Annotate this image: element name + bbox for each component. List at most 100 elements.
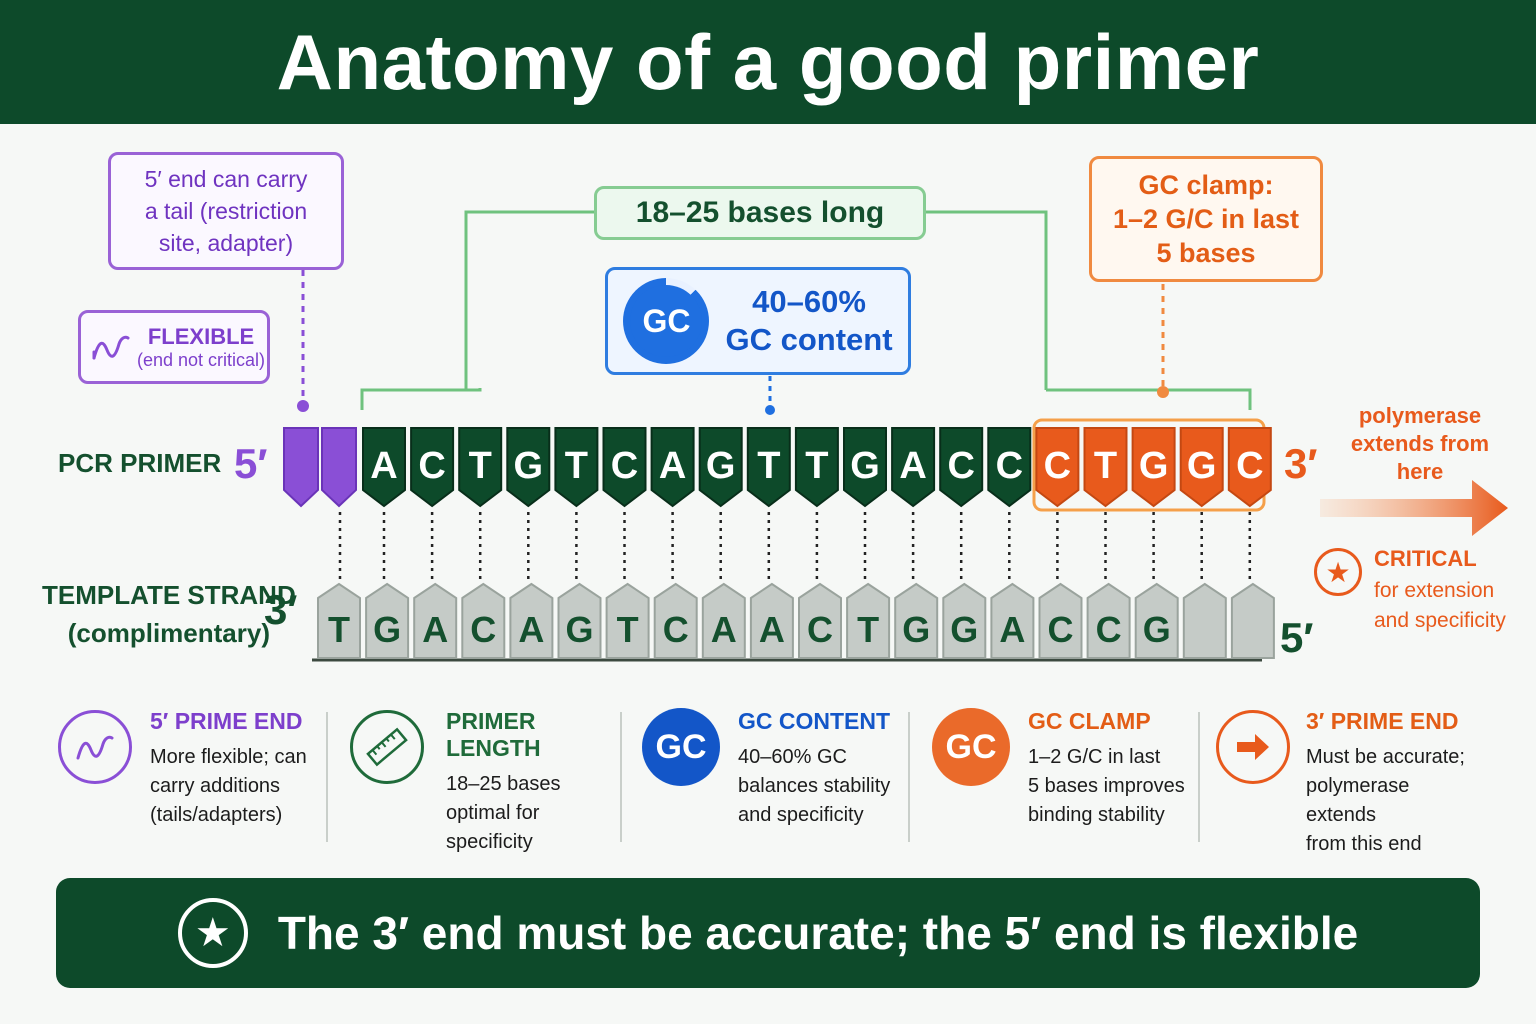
template-base-letter: A: [999, 609, 1025, 650]
primer-base-clamp: C: [1035, 427, 1080, 508]
template-base-letter: C: [663, 609, 689, 650]
primer-base-letter: C: [611, 445, 638, 487]
template-base-letter: A: [759, 609, 785, 650]
primer-base-letter: G: [1187, 445, 1217, 487]
legend-row: 5′ PRIME END More flexible; can carry ad…: [58, 708, 1498, 855]
primer-base-letter: G: [514, 445, 544, 487]
template-label: TEMPLATE STRAND (complimentary): [42, 580, 296, 648]
primer-base: C: [602, 427, 647, 508]
pairing-lines: [338, 512, 1252, 584]
template-base-letter: G: [902, 609, 930, 650]
primer-base: A: [650, 427, 695, 508]
legend-divider: [1198, 712, 1200, 842]
primer-base-letter: G: [706, 445, 736, 487]
wave-icon: [58, 710, 132, 784]
primer-base: G: [843, 427, 887, 508]
template-base: A: [701, 582, 746, 659]
template-base: A: [413, 582, 458, 659]
primer-5prime-label: 5′: [234, 440, 268, 487]
primer-base-letter: G: [850, 445, 880, 487]
gc-content-callout: GC 40–60% GC content: [605, 267, 911, 375]
legend-divider: [908, 712, 910, 842]
primer-base-letter: C: [1236, 445, 1263, 487]
template-base: C: [1086, 582, 1131, 659]
legend-text: 1–2 G/C in last 5 bases improves binding…: [1028, 746, 1185, 826]
five-tail-callout: 5′ end can carry a tail (restriction sit…: [108, 152, 344, 270]
primer-base-letter: T: [1094, 445, 1117, 487]
length-callout: 18–25 bases long: [594, 186, 926, 240]
template-base-letter: C: [470, 609, 496, 650]
flexible-subtitle: (end not critical): [137, 349, 266, 370]
template-base-letter: G: [1143, 609, 1171, 650]
legend-item-length: PRIMER LENGTH 18–25 bases optimal for sp…: [350, 708, 616, 857]
primer-base: G: [698, 427, 743, 508]
primer-base-clamp: T: [1083, 427, 1128, 508]
primer-base-letter: C: [418, 445, 445, 487]
primer-base-clamp: G: [1179, 427, 1224, 508]
primer-base-letter: A: [370, 445, 397, 487]
polymerase-arrow-icon: [1320, 480, 1508, 536]
legend-item-gc-clamp: GC GC CLAMP 1–2 G/C in last 5 bases impr…: [932, 708, 1194, 830]
primer-base: T: [458, 427, 503, 508]
flexible-title: FLEXIBLE: [147, 323, 255, 349]
tail-block: [321, 427, 357, 508]
gc-connector-dot: [765, 405, 775, 415]
primer-base-letter: C: [996, 445, 1023, 487]
template-base: C: [653, 582, 698, 659]
template-base: G: [894, 582, 939, 659]
primer-base-letter: A: [899, 445, 926, 487]
template-base-letter: A: [518, 609, 544, 650]
template-base: G: [365, 582, 410, 659]
arrow-icon: [1216, 710, 1290, 784]
length-bracket-right: [1046, 388, 1252, 410]
primer-base-letter: C: [1044, 445, 1071, 487]
primer-base-clamp: C: [1227, 427, 1272, 508]
primer-base: A: [891, 427, 936, 508]
primer-base: T: [746, 427, 791, 508]
template-base: C: [461, 582, 506, 659]
template-base-letter: T: [617, 609, 639, 650]
legend-title: 3′ PRIME END: [1306, 708, 1459, 734]
primer-base: C: [410, 427, 455, 508]
template-base: T: [846, 582, 891, 659]
page-title: Anatomy of a good primer: [276, 17, 1260, 106]
critical-title: CRITICAL: [1374, 546, 1477, 571]
primer-base-letter: A: [659, 445, 686, 487]
primer-base: T: [554, 427, 599, 508]
legend-title: GC CLAMP: [1028, 708, 1151, 734]
gc-icon-label: GC: [945, 727, 997, 766]
length-bracket-left: [360, 388, 482, 410]
primer-base-letter: T: [469, 445, 492, 487]
legend-text: 40–60% GC balances stability and specifi…: [738, 746, 891, 826]
template-base-letter: C: [807, 609, 833, 650]
template-base-letter: T: [328, 609, 350, 650]
ruler-icon: [350, 710, 424, 784]
polymerase-text: polymerase extends from here: [1350, 403, 1490, 484]
legend-title: PRIMER LENGTH: [446, 708, 541, 761]
template-base: G: [557, 582, 602, 659]
legend-item-gc-content: GC GC CONTENT 40–60% GC balances stabili…: [642, 708, 904, 830]
gc-icon-label: GC: [655, 727, 707, 766]
template-5prime-label: 5′: [1280, 614, 1314, 661]
legend-title: GC CONTENT: [738, 708, 891, 734]
critical-text: for extension and specificity: [1374, 579, 1506, 632]
template-base: [1182, 582, 1227, 659]
primer-base-clamp: G: [1131, 427, 1176, 508]
legend-item-5prime: 5′ PRIME END More flexible; can carry ad…: [58, 708, 320, 830]
template-base-letter: C: [1096, 609, 1122, 650]
template-base: [1230, 582, 1275, 659]
gc-icon: GC: [932, 708, 1010, 786]
star-icon: ★: [177, 898, 248, 968]
gc-icon: GC: [642, 708, 720, 786]
primer-base-letter: C: [947, 445, 974, 487]
primer-base: A: [362, 427, 406, 508]
gc-content-pie-icon: GC: [623, 278, 710, 364]
template-base: T: [317, 582, 361, 659]
legend-divider: [620, 712, 622, 842]
title-banner: Anatomy of a good primer: [0, 0, 1536, 124]
primer-3prime-label: 3′: [1284, 440, 1318, 487]
template-base-letter: C: [1048, 609, 1074, 650]
template-base: A: [509, 582, 554, 659]
